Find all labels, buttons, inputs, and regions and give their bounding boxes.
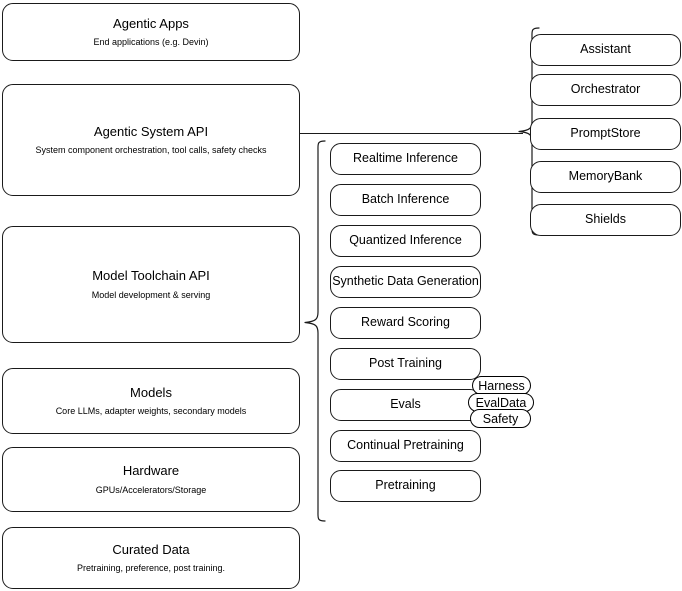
component-title: Pretraining — [375, 478, 436, 493]
badge-evaldata[interactable]: EvalData — [468, 393, 534, 412]
component-shields[interactable]: Shields — [530, 204, 681, 236]
layer-agentic-apps[interactable]: Agentic Apps End applications (e.g. Devi… — [2, 3, 300, 61]
component-title: Shields — [585, 212, 626, 227]
component-evals[interactable]: Evals — [330, 389, 481, 421]
layer-subtitle: Core LLMs, adapter weights, secondary mo… — [55, 406, 247, 416]
layer-title: Agentic System API — [93, 123, 209, 139]
badge-safety[interactable]: Safety — [470, 409, 531, 428]
brace-toolchain-components — [304, 140, 326, 522]
component-title: PromptStore — [570, 126, 641, 141]
component-orchestrator[interactable]: Orchestrator — [530, 74, 681, 106]
component-batch-inference[interactable]: Batch Inference — [330, 184, 481, 216]
layer-title: Models — [130, 384, 172, 400]
component-title: Continual Pretraining — [347, 438, 464, 453]
component-synthetic-data-generation[interactable]: Synthetic Data Generation — [330, 266, 481, 298]
layer-agentic-system-api[interactable]: Agentic System API System component orch… — [2, 84, 300, 196]
component-title: Quantized Inference — [349, 233, 462, 248]
component-title: Assistant — [580, 42, 631, 57]
layer-hardware[interactable]: Hardware GPUs/Accelerators/Storage — [2, 447, 300, 512]
layer-title: Curated Data — [112, 541, 190, 557]
component-realtime-inference[interactable]: Realtime Inference — [330, 143, 481, 175]
component-title: Realtime Inference — [353, 151, 458, 166]
component-title: Orchestrator — [570, 82, 641, 97]
layer-model-toolchain-api[interactable]: Model Toolchain API Model development & … — [2, 226, 300, 343]
component-post-training[interactable]: Post Training — [330, 348, 481, 380]
layer-title: Hardware — [122, 463, 180, 479]
layer-curated-data[interactable]: Curated Data Pretraining, preference, po… — [2, 527, 300, 589]
layer-subtitle: System component orchestration, tool cal… — [35, 145, 267, 155]
layer-subtitle: Model development & serving — [91, 289, 211, 300]
component-quantized-inference[interactable]: Quantized Inference — [330, 225, 481, 257]
layer-title: Agentic Apps — [113, 15, 189, 31]
component-assistant[interactable]: Assistant — [530, 34, 681, 66]
component-title: MemoryBank — [568, 169, 643, 184]
component-title: Post Training — [369, 356, 442, 371]
component-continual-pretraining[interactable]: Continual Pretraining — [330, 430, 481, 462]
component-title: Evals — [390, 397, 421, 412]
connector-agentic-system-api-to-components — [300, 133, 523, 134]
component-title: Batch Inference — [361, 192, 450, 207]
layer-subtitle: End applications (e.g. Devin) — [93, 37, 209, 47]
component-memorybank[interactable]: MemoryBank — [530, 161, 681, 193]
layer-models[interactable]: Models Core LLMs, adapter weights, secon… — [2, 368, 300, 434]
layer-subtitle: GPUs/Accelerators/Storage — [95, 484, 207, 495]
layer-subtitle: Pretraining, preference, post training. — [76, 563, 226, 573]
component-pretraining[interactable]: Pretraining — [330, 470, 481, 502]
component-title: Reward Scoring — [361, 315, 450, 330]
component-title: Synthetic Data Generation — [332, 274, 479, 289]
component-promptstore[interactable]: PromptStore — [530, 118, 681, 150]
layer-title: Model Toolchain API — [92, 268, 210, 284]
badge-harness[interactable]: Harness — [472, 376, 531, 395]
component-reward-scoring[interactable]: Reward Scoring — [330, 307, 481, 339]
